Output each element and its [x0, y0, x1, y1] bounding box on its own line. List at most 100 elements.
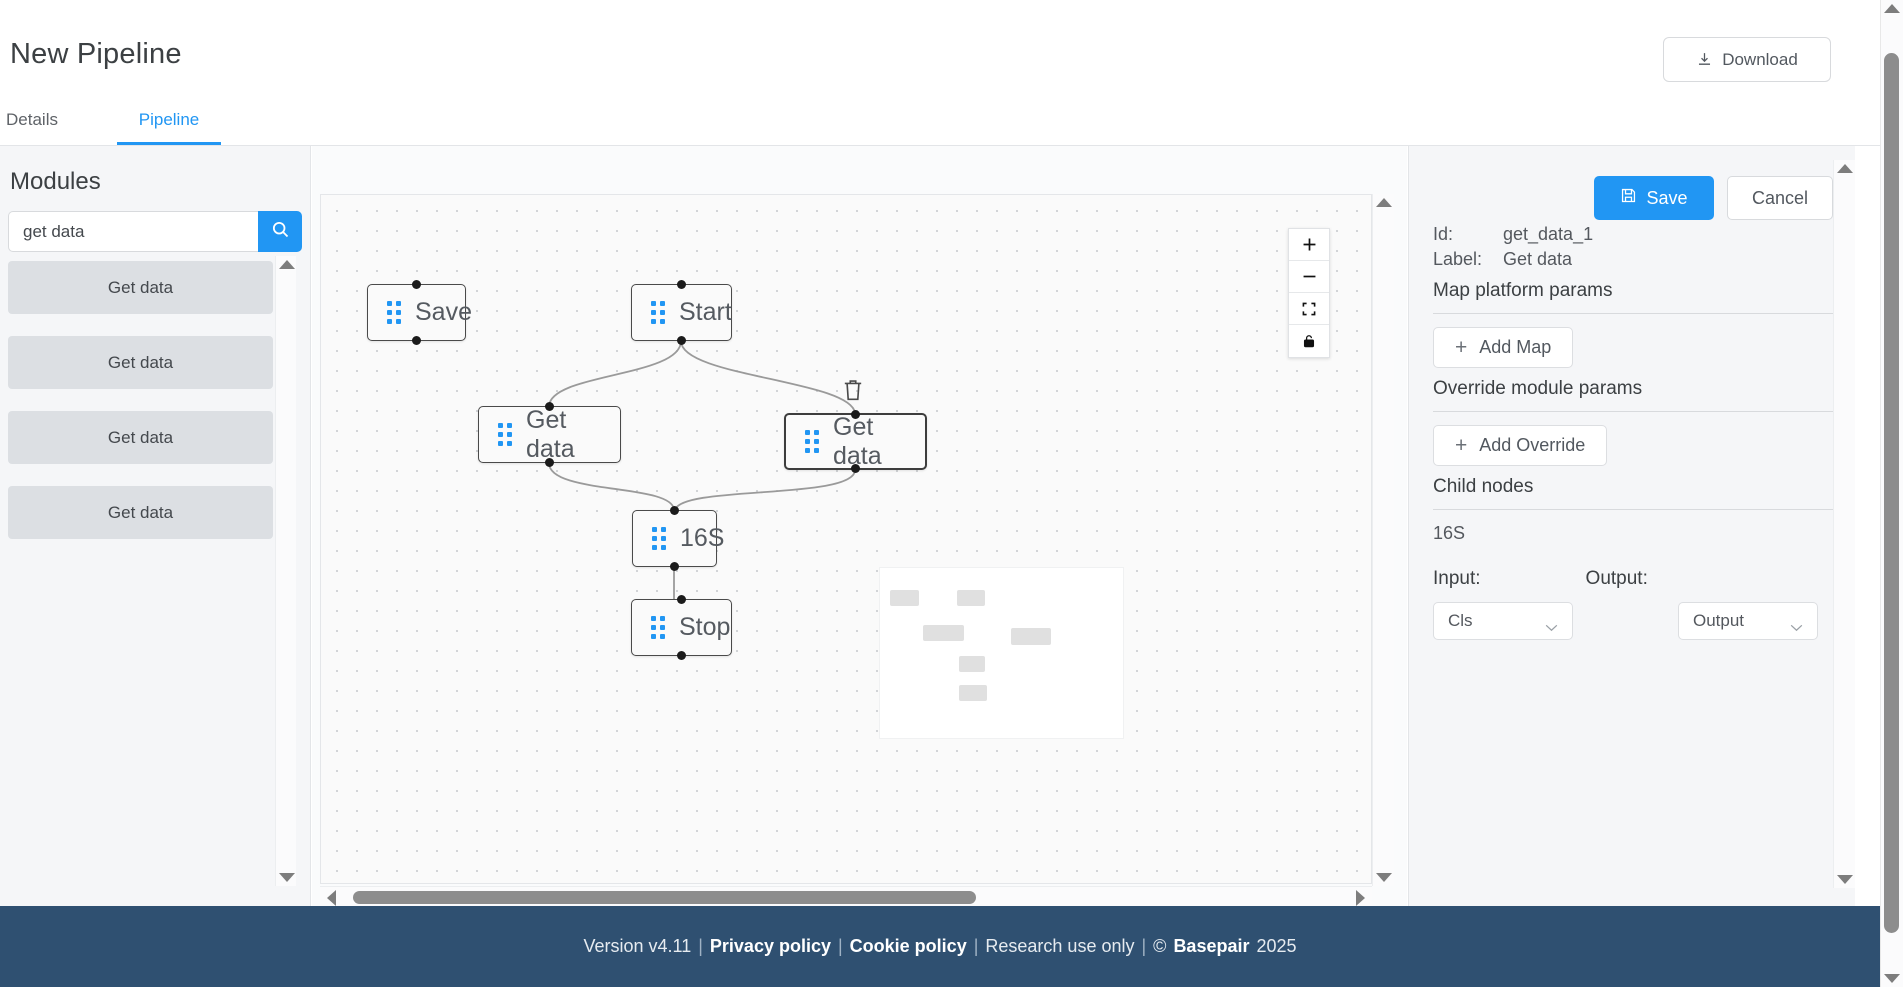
- pipeline-node-get-data-1[interactable]: Get data: [784, 410, 927, 473]
- pipeline-node-16s[interactable]: 16S: [632, 506, 724, 571]
- footer-separator: |: [837, 936, 843, 956]
- node-label: 16S: [680, 524, 725, 552]
- inspector-cancel-label: Cancel: [1751, 187, 1809, 208]
- drag-handle-icon[interactable]: [805, 430, 820, 453]
- minimap-node: [923, 625, 964, 641]
- drag-handle-icon[interactable]: [651, 301, 666, 324]
- node-label: Save: [415, 298, 472, 326]
- drag-handle-icon[interactable]: [651, 616, 666, 639]
- zoom-out-button[interactable]: [1289, 261, 1329, 293]
- io-selects-row: Cls Output: [1433, 602, 1833, 640]
- scroll-up-arrow-icon[interactable]: [279, 260, 295, 269]
- lock-toggle-button[interactable]: [1289, 325, 1329, 357]
- pipeline-node-get-data-a[interactable]: Get data: [478, 402, 621, 467]
- add-override-label: Add Override: [1479, 435, 1586, 455]
- search-icon: [271, 220, 290, 244]
- map-params-heading: Map platform params: [1433, 280, 1613, 301]
- privacy-policy-link[interactable]: Privacy policy: [709, 936, 831, 956]
- node-output-port[interactable]: [677, 651, 686, 660]
- module-item[interactable]: Get data: [8, 336, 273, 389]
- scroll-up-arrow-icon[interactable]: [1837, 164, 1853, 173]
- chevron-down-icon: [1790, 617, 1803, 632]
- node-label-value: Get data: [1503, 249, 1573, 269]
- download-label: Download: [1722, 49, 1798, 69]
- scroll-up-arrow-icon[interactable]: [1884, 4, 1900, 13]
- node-output-port[interactable]: [670, 562, 679, 571]
- tab-bar: Details Pipeline: [0, 95, 1880, 146]
- node-output-port[interactable]: [677, 336, 686, 345]
- scroll-up-arrow-icon[interactable]: [1376, 198, 1392, 207]
- pipeline-node-save[interactable]: Save: [367, 280, 472, 345]
- download-icon: [1696, 51, 1713, 68]
- inspector-scrollbar[interactable]: [1833, 160, 1855, 888]
- node-label: Stop: [679, 613, 731, 641]
- node-input-port[interactable]: [412, 280, 421, 289]
- canvas-hscroll-thumb[interactable]: [353, 891, 976, 904]
- footer-year: 2025: [1256, 936, 1297, 956]
- inspector-save-button[interactable]: Save: [1594, 176, 1714, 220]
- scroll-right-arrow-icon[interactable]: [1356, 890, 1365, 906]
- cookie-policy-link[interactable]: Cookie policy: [849, 936, 967, 956]
- search-input[interactable]: [8, 211, 258, 252]
- node-input-port[interactable]: [545, 402, 554, 411]
- search-button[interactable]: [258, 211, 302, 252]
- delete-node-icon[interactable]: [842, 378, 864, 402]
- footer-copyright-symbol: ©: [1153, 936, 1167, 956]
- drag-handle-icon[interactable]: [387, 301, 402, 324]
- minimap-node: [957, 590, 985, 606]
- drag-handle-icon[interactable]: [652, 527, 667, 550]
- add-map-button[interactable]: + Add Map: [1433, 327, 1574, 368]
- minimap-node: [959, 685, 987, 701]
- drag-handle-icon[interactable]: [498, 423, 513, 446]
- input-select[interactable]: Cls: [1433, 602, 1573, 640]
- module-item[interactable]: Get data: [8, 411, 273, 464]
- divider: [1433, 313, 1833, 314]
- node-label-row: Label: Get data: [1433, 249, 1833, 270]
- zoom-in-button[interactable]: [1289, 229, 1329, 261]
- canvas-horizontal-scrollbar[interactable]: [320, 886, 1372, 908]
- sidebar-scrollbar[interactable]: [275, 256, 296, 886]
- browser-scrollbar[interactable]: [1880, 0, 1903, 987]
- fit-view-button[interactable]: [1289, 293, 1329, 325]
- download-button[interactable]: Download: [1663, 37, 1831, 82]
- node-input-port[interactable]: [677, 280, 686, 289]
- output-label: Output:: [1585, 568, 1648, 589]
- footer-version: Version v4.11: [583, 936, 692, 956]
- scroll-down-arrow-icon[interactable]: [1837, 875, 1853, 884]
- node-input-port[interactable]: [677, 595, 686, 604]
- browser-scroll-thumb[interactable]: [1884, 53, 1899, 933]
- inspector-cancel-button[interactable]: Cancel: [1727, 176, 1833, 220]
- scroll-down-arrow-icon[interactable]: [1884, 974, 1900, 983]
- node-output-port[interactable]: [545, 458, 554, 467]
- io-labels-row: Input: Output:: [1433, 568, 1833, 590]
- module-item[interactable]: Get data: [8, 261, 273, 314]
- tab-pipeline[interactable]: Pipeline: [117, 95, 221, 145]
- node-output-port[interactable]: [851, 464, 860, 473]
- tab-details[interactable]: Details: [6, 110, 58, 129]
- chevron-down-icon: [1545, 617, 1558, 632]
- output-select-value: Output: [1693, 611, 1745, 630]
- minimap-node: [890, 590, 919, 606]
- node-id-value: get_data_1: [1503, 224, 1594, 244]
- node-input-port[interactable]: [670, 506, 679, 515]
- pipeline-node-start[interactable]: Start: [631, 280, 732, 345]
- scroll-left-arrow-icon[interactable]: [327, 890, 336, 906]
- scroll-down-arrow-icon[interactable]: [1376, 873, 1392, 882]
- pipeline-edges: [548, 340, 856, 599]
- scroll-down-arrow-icon[interactable]: [279, 873, 295, 882]
- node-input-port[interactable]: [851, 410, 860, 419]
- child-nodes-heading: Child nodes: [1433, 476, 1534, 497]
- output-select[interactable]: Output: [1678, 602, 1818, 640]
- minimap-node: [959, 656, 985, 672]
- pipeline-node-stop[interactable]: Stop: [631, 595, 732, 660]
- pipeline-canvas[interactable]: Save Start Get data Get data: [320, 194, 1372, 884]
- node-label: Start: [679, 298, 732, 326]
- module-item[interactable]: Get data: [8, 486, 273, 539]
- canvas-vertical-scrollbar[interactable]: [1372, 194, 1394, 886]
- canvas-minimap[interactable]: [879, 567, 1124, 739]
- modules-title: Modules: [10, 168, 101, 195]
- add-override-button[interactable]: + Add Override: [1433, 425, 1608, 466]
- node-label-key: Label:: [1433, 249, 1483, 269]
- pipeline-canvas-panel: Save Start Get data Get data: [312, 146, 1407, 908]
- node-output-port[interactable]: [412, 336, 421, 345]
